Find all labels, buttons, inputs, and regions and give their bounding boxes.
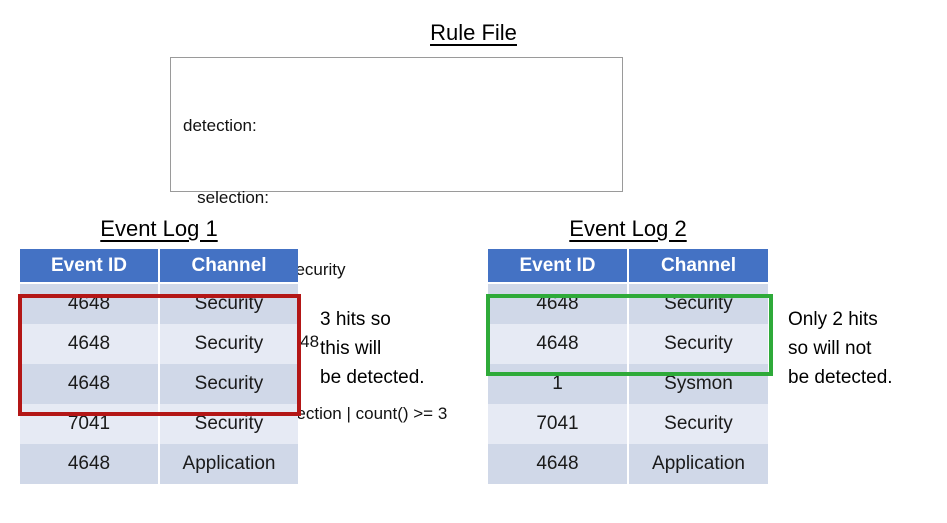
annotation-line: 3 hits so (320, 309, 391, 330)
cell-channel: Application (628, 444, 768, 484)
rule-file-title-text: Rule File (430, 20, 517, 45)
cell-channel: Security (159, 404, 298, 444)
annotation-event-log-2: Only 2 hits so will not be detected. (788, 305, 893, 392)
table-header-row: Event ID Channel (20, 249, 298, 282)
table-row: 4648 Application (488, 444, 768, 484)
event-log-2-panel: Event Log 2 Event ID Channel 4648 Securi… (488, 218, 768, 484)
rule-line-detection: detection: (183, 116, 257, 135)
cell-event-id: 4648 (488, 444, 629, 484)
event-log-1-panel: Event Log 1 Event ID Channel 4648 Securi… (20, 218, 298, 484)
annotation-line: this will (320, 338, 382, 359)
annotation-line: be detected. (788, 367, 893, 388)
table-row: 7041 Security (20, 404, 298, 444)
table-row: 7041 Security (488, 404, 768, 444)
cell-event-id: 7041 (488, 404, 629, 444)
column-header-channel: Channel (159, 249, 298, 282)
cell-channel: Application (159, 444, 298, 484)
cell-event-id: 4648 (488, 282, 629, 324)
table-header-row: Event ID Channel (488, 249, 768, 282)
column-header-event-id: Event ID (488, 249, 629, 282)
table-row: 4648 Application (20, 444, 298, 484)
table-row: 4648 Security (20, 324, 298, 364)
column-header-event-id: Event ID (20, 249, 160, 282)
cell-channel: Security (628, 324, 768, 364)
cell-channel: Security (628, 282, 768, 324)
cell-event-id: 4648 (20, 364, 160, 404)
cell-channel: Security (159, 324, 298, 364)
cell-channel: Security (159, 364, 298, 404)
annotation-line: so will not (788, 338, 872, 359)
event-log-1-title: Event Log 1 (20, 218, 298, 240)
table-row: 1 Sysmon (488, 364, 768, 404)
rule-line-selection: selection: (183, 188, 269, 207)
cell-channel: Security (159, 282, 298, 324)
column-header-channel: Channel (628, 249, 768, 282)
cell-channel: Security (628, 404, 768, 444)
cell-event-id: 7041 (20, 404, 160, 444)
table-row: 4648 Security (488, 324, 768, 364)
rule-file-title: Rule File (0, 22, 947, 44)
rule-file-box: detection: selection: Channel: Security … (170, 57, 623, 423)
annotation-event-log-1: 3 hits so this will be detected. (320, 305, 425, 392)
annotation-line: Only 2 hits (788, 309, 878, 330)
cell-event-id: 4648 (20, 282, 160, 324)
table-row: 4648 Security (488, 282, 768, 324)
table-row: 4648 Security (20, 282, 298, 324)
event-log-2-title-text: Event Log 2 (569, 216, 687, 241)
event-log-2-title: Event Log 2 (488, 218, 768, 240)
cell-event-id: 4648 (20, 444, 160, 484)
cell-channel: Sysmon (628, 364, 768, 404)
event-log-1-title-text: Event Log 1 (100, 216, 218, 241)
annotation-line: be detected. (320, 367, 425, 388)
cell-event-id: 4648 (20, 324, 160, 364)
table-row: 4648 Security (20, 364, 298, 404)
cell-event-id: 4648 (488, 324, 629, 364)
event-log-2-table: Event ID Channel 4648 Security 4648 Secu… (488, 249, 768, 484)
cell-event-id: 1 (488, 364, 629, 404)
event-log-1-table: Event ID Channel 4648 Security 4648 Secu… (20, 249, 298, 484)
